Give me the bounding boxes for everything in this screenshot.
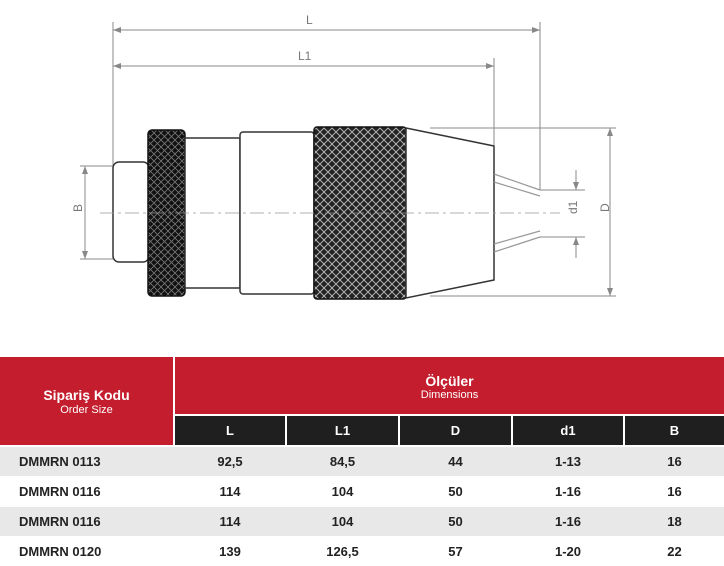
cell-b: 16 <box>667 454 682 469</box>
order-code-title: Sipariş Kodu <box>43 387 130 403</box>
cell-d1: 1-16 <box>554 514 582 529</box>
dimensions-title: Ölçüler <box>425 373 474 389</box>
label-D: D <box>598 203 612 212</box>
order-code-header: Sipariş Kodu Order Size <box>0 357 173 445</box>
dimensions-table: Sipariş Kodu Order Size Ölçüler Dimensio… <box>0 357 724 566</box>
column-header-d1: d1 <box>513 416 623 445</box>
dimension-d1: d1 <box>540 170 585 258</box>
column-header-L: L <box>175 416 285 445</box>
cell-code: DMMRN 0116 <box>19 514 101 529</box>
cell-d: 57 <box>448 544 463 559</box>
cell-l1: 104 <box>331 484 354 499</box>
cell-d1: 1-20 <box>554 544 582 559</box>
cell-l: 92,5 <box>217 454 243 469</box>
dimension-L1: L1 <box>113 49 495 145</box>
cell-b: 22 <box>667 544 682 559</box>
cell-l: 114 <box>219 484 241 499</box>
column-header-B: B <box>625 416 724 445</box>
cell-l1: 84,5 <box>329 454 356 469</box>
column-header-D: D <box>400 416 511 445</box>
cell-d: 50 <box>448 484 463 499</box>
order-code-subtitle: Order Size <box>60 404 113 416</box>
cell-d: 50 <box>448 514 463 529</box>
cell-l: 114 <box>219 514 241 529</box>
cell-l: 139 <box>219 544 241 559</box>
cell-b: 16 <box>667 484 682 499</box>
dimensions-header: Ölçüler Dimensions <box>175 357 724 414</box>
label-L1: L1 <box>298 49 312 63</box>
technical-drawing: L L1 B D d1 <box>71 13 616 300</box>
label-d1: d1 <box>566 200 580 214</box>
cell-code: DMMRN 0116 <box>19 484 101 499</box>
table-row: DMMRN 0116 114 104 50 1-16 16 <box>0 477 724 506</box>
cell-l1: 126,5 <box>326 544 359 559</box>
label-B: B <box>71 204 85 212</box>
dimension-D: D <box>430 127 616 297</box>
dimension-B: B <box>71 165 113 260</box>
table-row: DMMRN 0113 92,5 84,5 44 1-13 16 <box>0 447 724 476</box>
column-header-L1: L1 <box>287 416 398 445</box>
dimensions-subtitle: Dimensions <box>420 389 479 401</box>
table-row: DMMRN 0116 114 104 50 1-16 18 <box>0 507 724 536</box>
label-L: L <box>306 13 313 27</box>
cell-b: 18 <box>667 514 682 529</box>
table-row: DMMRN 0120 139 126,5 57 1-20 22 <box>0 537 724 566</box>
cell-code: DMMRN 0120 <box>19 544 102 559</box>
cell-l1: 104 <box>331 514 354 529</box>
cell-code: DMMRN 0113 <box>19 454 101 469</box>
dimension-L: L <box>112 13 541 190</box>
cell-d: 44 <box>448 454 463 469</box>
drill-chuck <box>100 126 560 300</box>
cell-d1: 1-13 <box>554 454 582 469</box>
cell-d1: 1-16 <box>554 484 582 499</box>
